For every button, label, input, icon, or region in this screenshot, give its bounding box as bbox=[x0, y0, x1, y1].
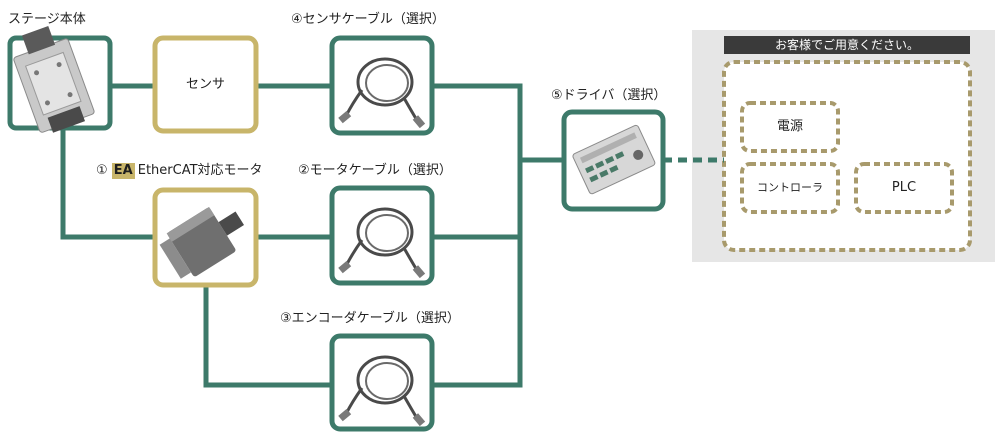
motor-number: ① bbox=[96, 163, 108, 178]
encoder-cable-icon bbox=[338, 355, 426, 427]
encoder-cable-label: ③エンコーダケーブル（選択） bbox=[280, 311, 460, 326]
driver-unit-icon bbox=[572, 124, 656, 195]
driver-label: ⑤ドライバ（選択） bbox=[551, 88, 667, 103]
motor-name: EtherCAT対応モータ bbox=[137, 163, 263, 178]
sensor-cable-label: ④センサケーブル（選択） bbox=[291, 12, 445, 27]
encoder-cable-box bbox=[329, 333, 435, 432]
controller-label: コントローラ bbox=[757, 181, 823, 194]
plc-label: PLC bbox=[891, 180, 917, 195]
motor-cable-icon bbox=[338, 207, 426, 279]
motor-cable-label: ②モータケーブル（選択） bbox=[298, 163, 452, 178]
servo-motor-icon bbox=[159, 206, 245, 279]
linear-stage-icon bbox=[13, 25, 95, 133]
sensor-cable-box bbox=[329, 35, 435, 136]
controller-box bbox=[740, 162, 840, 214]
power-supply-box bbox=[740, 101, 840, 153]
customer-group-frame bbox=[722, 60, 972, 252]
plc-box bbox=[854, 162, 954, 214]
sensor-box bbox=[152, 35, 259, 134]
power-supply-label: 電源 bbox=[776, 119, 803, 134]
customer-supplied-banner: お客様でご用意ください。 bbox=[724, 36, 970, 54]
motor-cable-box bbox=[329, 185, 435, 286]
ea-badge: EA bbox=[111, 163, 135, 179]
stage-body-label: ステージ本体 bbox=[8, 12, 86, 27]
sensor-label: センサ bbox=[185, 77, 225, 92]
connection-lines bbox=[60, 83, 564, 388]
sensor-cable-icon bbox=[338, 57, 426, 129]
